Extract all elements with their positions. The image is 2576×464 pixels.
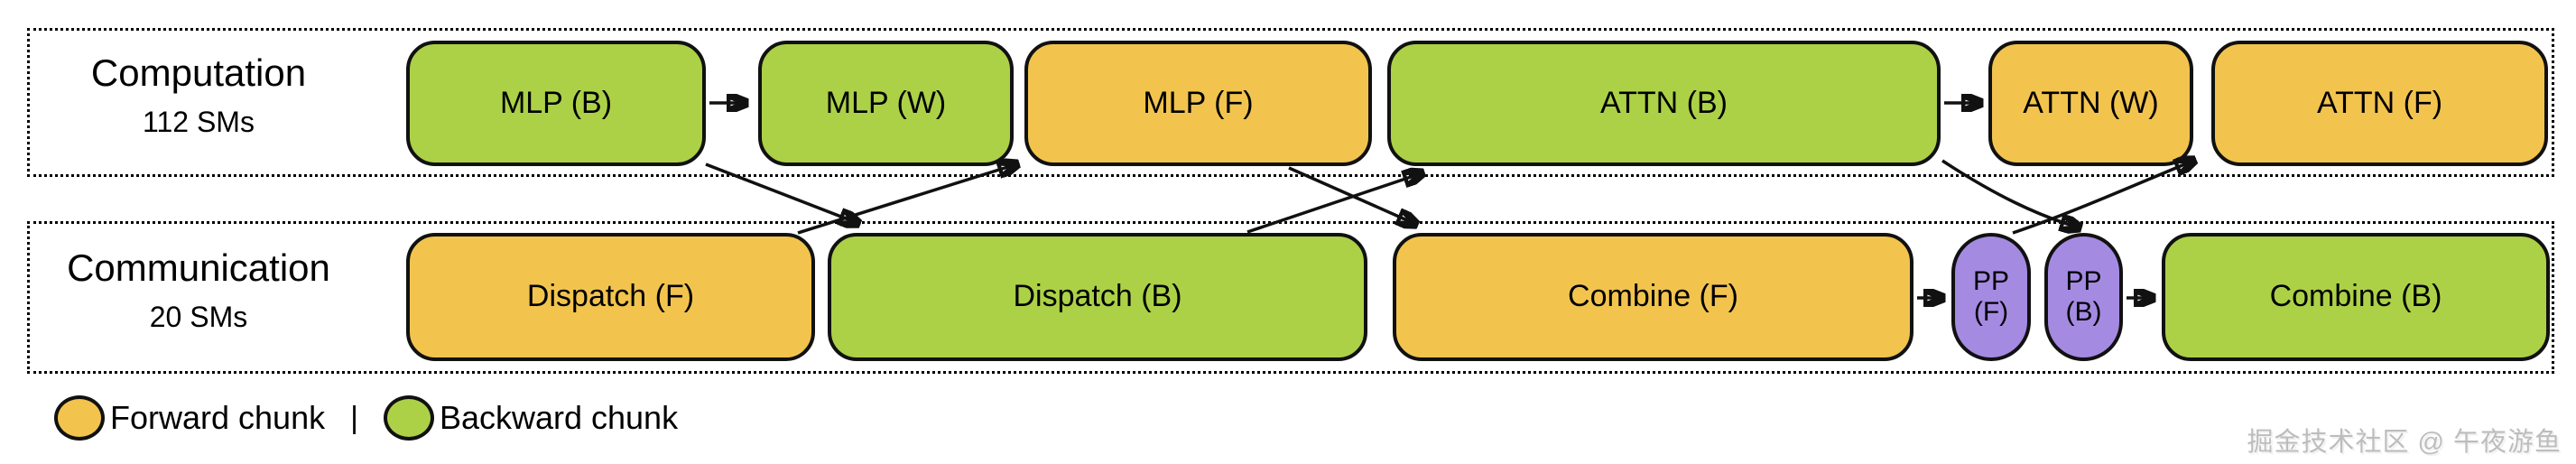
node-mlp-backward: MLP (B) (406, 41, 706, 166)
backward-chunk-label: Backward chunk (439, 399, 679, 436)
computation-lane-label: Computation 112 SMs (9, 51, 388, 138)
node-mlp-forward: MLP (F) (1024, 41, 1372, 166)
watermark-text: 掘金技术社区 @ 午夜游鱼 (2247, 428, 2562, 457)
legend: Forward chunk | Backward chunk (54, 395, 678, 441)
legend-separator: | (350, 401, 358, 435)
forward-chunk-label: Forward chunk (110, 399, 326, 436)
node-pp-backward: PP (B) (2044, 233, 2123, 361)
communication-lane-label: Communication 20 SMs (9, 246, 388, 333)
node-dispatch-backward: Dispatch (B) (828, 233, 1367, 361)
node-dispatch-forward: Dispatch (F) (406, 233, 815, 361)
node-combine-forward: Combine (F) (1393, 233, 1913, 361)
backward-chunk-swatch-icon (383, 395, 434, 441)
node-combine-backward: Combine (B) (2162, 233, 2550, 361)
computation-sms-count: 112 SMs (143, 106, 255, 138)
node-attn-backward: ATTN (B) (1387, 41, 1941, 166)
node-attn-weight: ATTN (W) (1988, 41, 2193, 166)
forward-chunk-swatch-icon (54, 395, 105, 441)
communication-title: Communication (67, 246, 330, 289)
computation-title: Computation (90, 51, 307, 94)
node-attn-forward: ATTN (F) (2211, 41, 2548, 166)
node-mlp-weight: MLP (W) (758, 41, 1014, 166)
node-pp-forward: PP (F) (1951, 233, 2031, 361)
communication-sms-count: 20 SMs (149, 301, 248, 333)
